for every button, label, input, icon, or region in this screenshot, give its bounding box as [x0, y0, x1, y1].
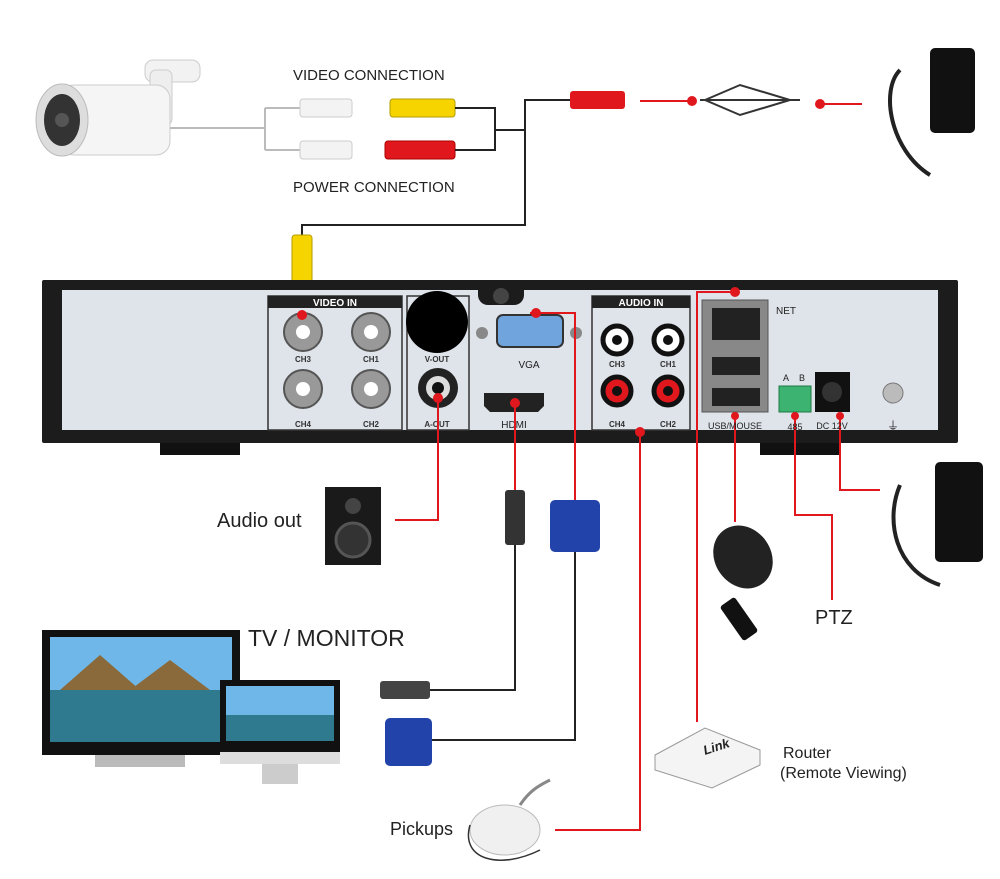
router-icon: Link	[654, 727, 761, 789]
audio-out-label: Audio out	[217, 510, 302, 532]
tv-monitor-label: TV / MONITOR	[248, 625, 405, 651]
mouse-icon	[713, 525, 773, 589]
router-label: Router	[783, 745, 832, 762]
audio-ch3-label: CH3	[609, 360, 626, 369]
ch4-label: CH4	[295, 420, 312, 429]
router-sublabel: (Remote Viewing)	[780, 765, 907, 782]
v-out-label: V-OUT	[425, 355, 450, 364]
usb-mouse-label: USB/MOUSE	[708, 421, 762, 431]
video-connection-label: VIDEO CONNECTION	[293, 67, 445, 84]
video-bnc-plug	[389, 98, 456, 118]
usb-stick-icon	[720, 597, 758, 641]
dvr-back-panel: VIDEO IN CH3 CH1 CH4 CH2 V-OUT A-OUT VGA…	[42, 280, 958, 455]
camera-video-plug	[299, 98, 353, 118]
hdmi-cable-plug	[505, 490, 525, 545]
ground-screw	[882, 382, 904, 404]
ch3-label: CH3	[295, 355, 312, 364]
imac-monitor	[220, 680, 340, 784]
tv-monitor	[42, 630, 240, 767]
audio-ch4-label: CH4	[609, 420, 626, 429]
power-splitter-plug	[570, 91, 625, 109]
rs485-label: 485	[787, 422, 802, 432]
vga-label: VGA	[518, 360, 539, 371]
power-adapter-top	[888, 48, 975, 177]
vga-cable-plug	[550, 500, 600, 552]
vga-monitor-plug	[385, 718, 432, 766]
power-dc-plug	[384, 140, 456, 160]
audio-in-label: AUDIO IN	[619, 298, 664, 309]
connection-dot	[687, 96, 697, 106]
video-in-label: VIDEO IN	[313, 298, 357, 309]
dc12v-label: DC 12V	[816, 421, 848, 431]
audio-ch1-label: CH1	[660, 360, 677, 369]
pickup-microphone-icon	[467, 778, 551, 861]
wiring	[297, 287, 880, 831]
vga-port[interactable]	[496, 314, 564, 348]
net-label: NET	[776, 306, 796, 317]
rs485-b-label: B	[799, 373, 805, 383]
rs485-a-label: A	[783, 373, 789, 383]
lower-port-labels: USB/MOUSE 485 DC 12V	[708, 421, 848, 432]
hdmi-monitor-plug	[380, 681, 430, 699]
usb-port-1[interactable]	[712, 357, 760, 375]
rs485-terminal[interactable]	[778, 385, 812, 413]
usb-port-2[interactable]	[712, 388, 760, 406]
power-connection-label: POWER CONNECTION	[293, 179, 455, 196]
power-splitter-cable	[700, 83, 800, 117]
ptz-label: PTZ	[815, 607, 853, 629]
camera-power-plug	[299, 140, 353, 160]
audio-ch2-label: CH2	[660, 420, 677, 429]
camera-cable	[170, 107, 300, 151]
bullet-camera	[35, 59, 201, 157]
speaker-icon	[325, 487, 381, 565]
v-out-port[interactable]	[406, 291, 468, 353]
pickups-label: Pickups	[390, 819, 453, 839]
ch1-label: CH1	[363, 355, 380, 364]
ch2-label: CH2	[363, 420, 380, 429]
ethernet-port[interactable]	[712, 308, 760, 340]
siamese-cable	[301, 99, 570, 240]
video-in-plug	[291, 234, 313, 286]
power-adapter-bottom	[891, 462, 983, 587]
ground-icon: ⏚	[887, 419, 899, 433]
